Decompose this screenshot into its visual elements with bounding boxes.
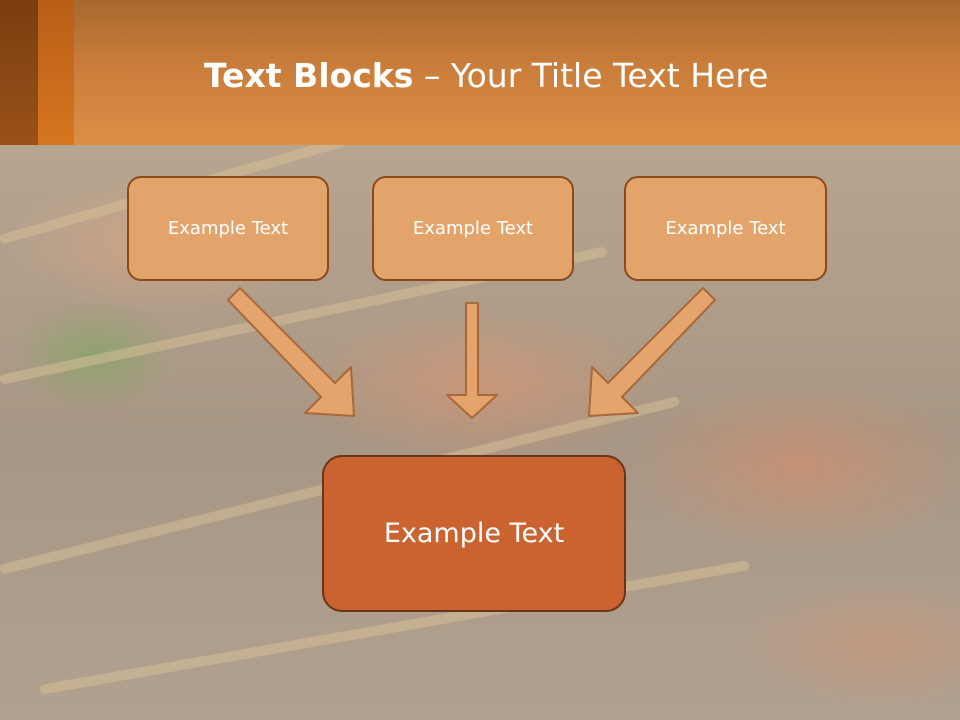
title-bold: Text Blocks (204, 56, 414, 95)
header-accent-dark (0, 0, 38, 145)
text-box-right[interactable]: Example Text (624, 176, 827, 281)
text-box-main[interactable]: Example Text (322, 455, 626, 612)
text-box-main-label: Example Text (383, 518, 565, 549)
header-accent-mid (38, 0, 74, 145)
text-box-left-label: Example Text (167, 218, 289, 239)
arrow-down-left-icon (588, 287, 716, 417)
header-band: Text Blocks – Your Title Text Here (0, 0, 960, 145)
title-rest: – Your Title Text Here (423, 56, 769, 95)
text-box-center-label: Example Text (412, 218, 534, 239)
text-box-center[interactable]: Example Text (372, 176, 574, 281)
text-box-right-label: Example Text (665, 218, 786, 239)
text-box-left[interactable]: Example Text (127, 176, 329, 281)
arrow-down-icon (446, 302, 498, 419)
slide-title: Text Blocks – Your Title Text Here (204, 56, 768, 96)
arrow-down-right-icon (227, 287, 355, 417)
